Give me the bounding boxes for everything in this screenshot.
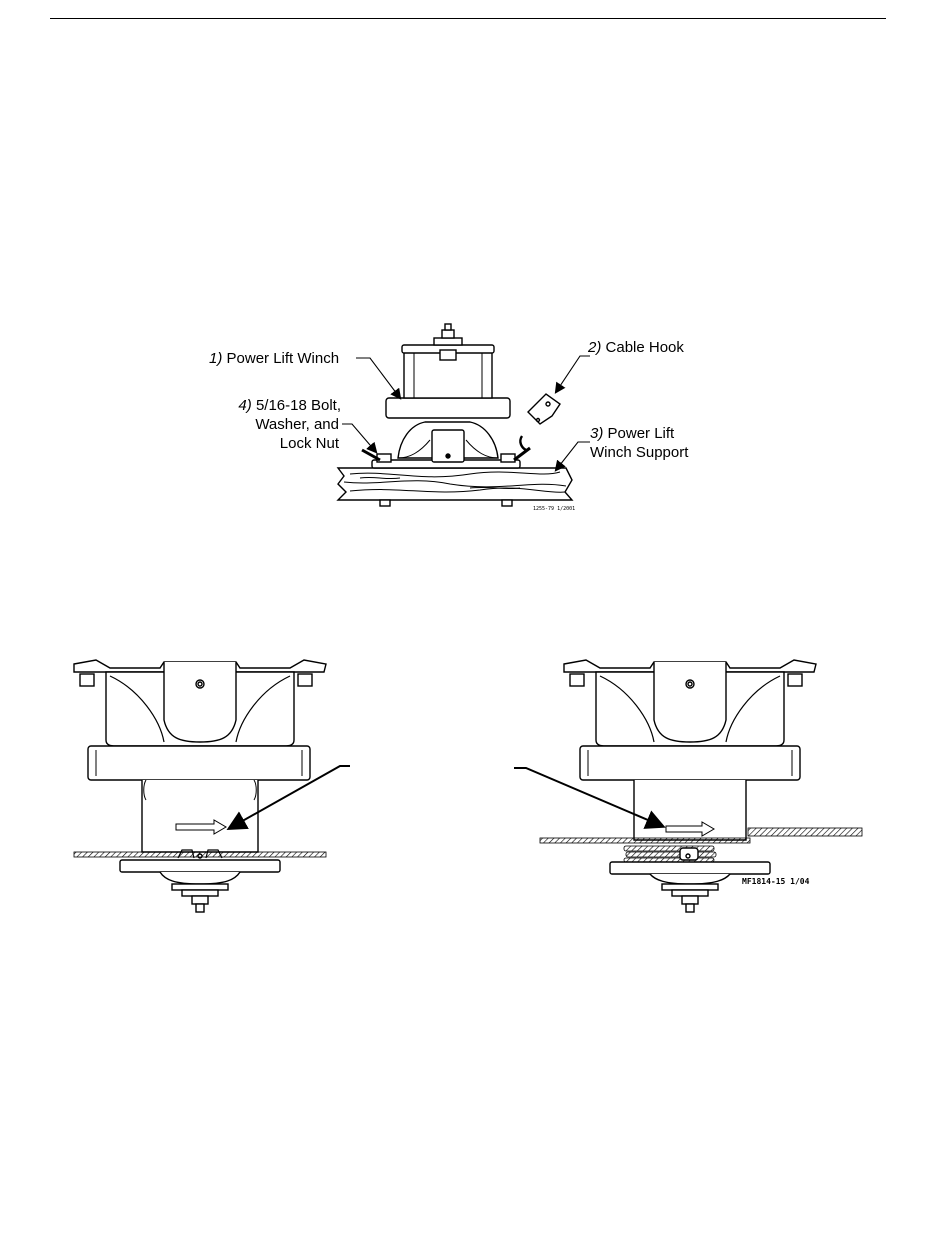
winch-left-view — [74, 660, 350, 912]
callout-bolt-line3: Lock Nut — [280, 435, 340, 452]
callout-power-lift-winch: 1) Power Lift Winch — [209, 350, 339, 367]
winch-right-view — [514, 660, 862, 912]
callout-bolt-line2: Washer, and — [255, 416, 339, 433]
callout-bolt: 4) 5/16-18 Bolt, — [238, 397, 341, 414]
cable-hook — [528, 394, 560, 424]
callout-cable-hook: 2) Cable Hook — [587, 339, 684, 356]
figure2-code: MF1814-15 1/04 — [742, 877, 810, 886]
callout-winch-support: 3) Power Lift — [590, 425, 675, 442]
figure1-code: 1255-79 1/2001 — [533, 506, 575, 512]
callout-winch-support-line2: Winch Support — [590, 444, 689, 461]
winch-install-figure — [338, 324, 590, 506]
